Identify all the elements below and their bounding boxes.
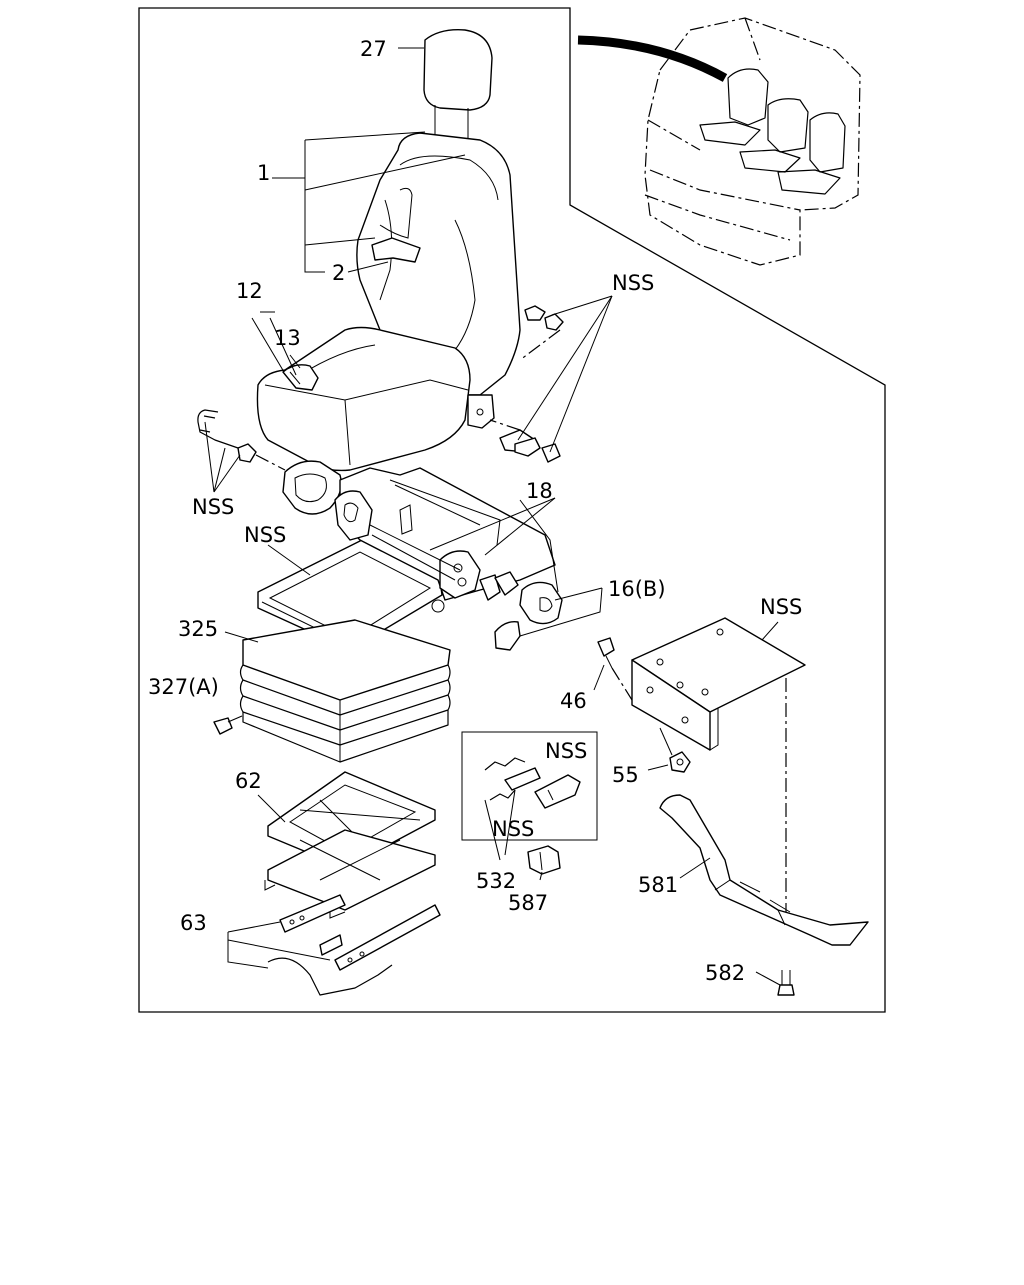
label-16b: 16(B) [608,577,666,601]
label-2: 2 [332,261,345,285]
suspension-bellows [213,619,451,763]
label-46: 46 [560,689,587,713]
label-532: 532 [476,869,516,893]
label-1: 1 [257,161,270,185]
seat-back [356,132,521,396]
bolt-582 [777,970,795,996]
label-nss-frame: NSS [244,523,286,547]
label-55: 55 [612,763,639,787]
label-587: 587 [508,891,548,915]
label-nss-left: NSS [192,495,234,519]
seat-frame [257,467,556,659]
seat-rails [267,894,441,996]
label-63: 63 [180,911,207,935]
leader-lines [204,47,781,986]
adjust-knob-and-handle [479,571,563,651]
seat-side-bracket [467,305,564,463]
label-325: 325 [178,617,218,641]
seat-cushion [256,326,471,472]
support-bar [659,794,869,946]
label-nss-box-top: NSS [545,739,587,763]
label-62: 62 [235,769,262,793]
diagram-frame [138,7,886,1013]
switch-parts-box [461,731,598,875]
mounting-plate [597,617,806,915]
label-nss-box-bottom: NSS [492,817,534,841]
label-nss-right: NSS [612,271,654,295]
label-18: 18 [526,479,553,503]
callout-labels: 27 1 2 12 13 NSS NSS NSS 18 16(B) NSS 32… [148,37,802,985]
cab-inset-view [577,17,861,266]
label-12: 12 [236,279,263,303]
label-582: 582 [705,961,745,985]
label-13: 13 [274,326,301,350]
label-27: 27 [360,37,387,61]
label-nss-bracket: NSS [760,595,802,619]
label-581: 581 [638,873,678,897]
headrest [423,29,493,140]
scissor-base [264,771,436,919]
left-small-parts [197,409,342,515]
label-327a: 327(A) [148,675,219,699]
